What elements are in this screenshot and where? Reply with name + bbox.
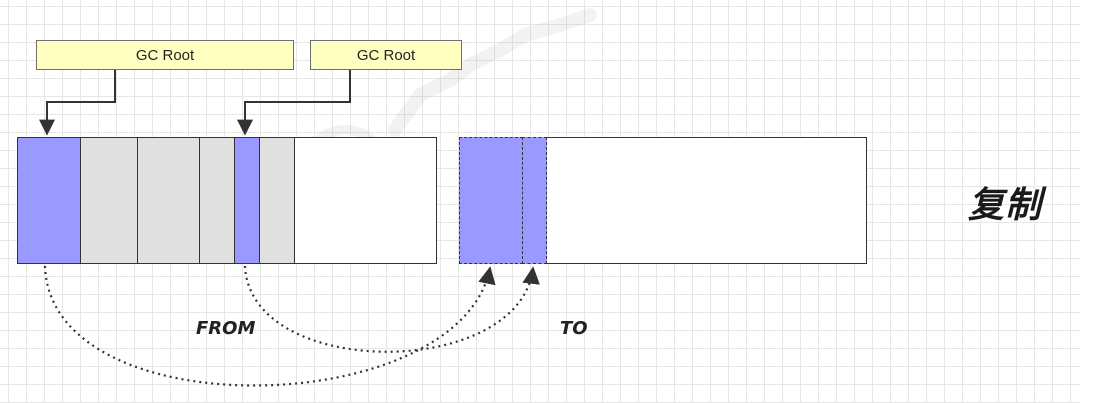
from-label: FROM (196, 318, 256, 339)
gc-root-label-1: GC Root (135, 46, 195, 64)
diagram-title: 复制 (968, 185, 1043, 226)
to-space (459, 137, 867, 264)
from-dead-object-1 (81, 138, 138, 263)
from-live-object-1 (18, 138, 81, 263)
gc-root-box-1: GC Root (36, 40, 294, 70)
from-space (17, 137, 437, 264)
to-label: TO (560, 318, 588, 339)
gc-root-arrow-1 (39, 70, 116, 136)
to-copied-object-2 (522, 137, 547, 264)
gc-root-label-2: GC Root (356, 46, 416, 64)
gc-root-arrow-2 (237, 70, 351, 136)
from-dead-object-2 (138, 138, 200, 263)
gc-root-box-2: GC Root (310, 40, 462, 70)
from-dead-object-4 (260, 138, 295, 263)
right-edge-panel (1080, 0, 1102, 403)
from-live-object-2 (235, 138, 260, 263)
copy-arrow-2 (243, 265, 540, 353)
copy-arrow-1 (43, 265, 496, 387)
from-dead-object-3 (200, 138, 235, 263)
